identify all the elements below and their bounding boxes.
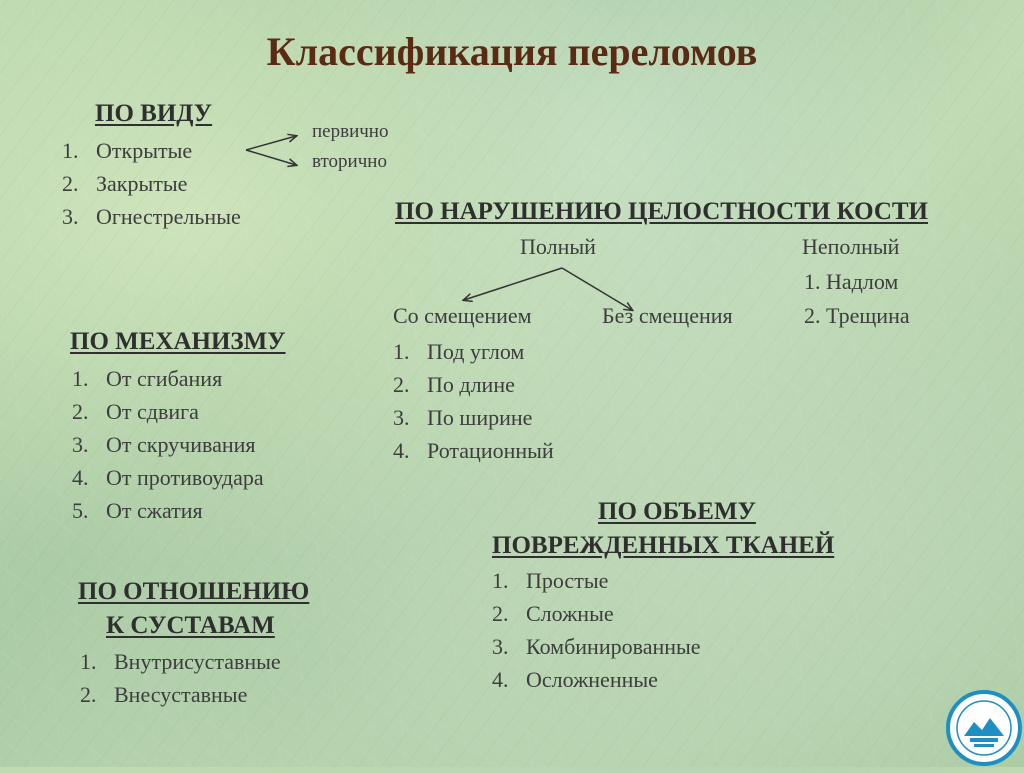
list-item: 5.От сжатия xyxy=(72,498,203,523)
list-item: 4.Осложненные xyxy=(492,667,658,692)
section-heading-by-mechanism: ПО МЕХАНИЗМУ xyxy=(70,328,286,355)
list-item: 1.От сгибания xyxy=(72,366,223,391)
list-item: 3.По ширине xyxy=(393,405,533,430)
list-item: 2.Сложные xyxy=(492,601,614,626)
arrow-to-without-displacement xyxy=(561,267,632,310)
section-heading-by-joint-line1: ПО ОТНОШЕНИЮ xyxy=(78,578,310,605)
list-item: 1.Простые xyxy=(492,568,609,593)
list-item: 2.Закрытые xyxy=(62,171,188,196)
list-item: 1.Открытые xyxy=(62,138,193,163)
open-option-primary: первично xyxy=(312,121,389,142)
section-heading-by-volume-line2: ПОВРЕЖДЕННЫХ ТКАНЕЙ xyxy=(492,532,835,559)
by-joint-list: 1.Внутрисуставные 2.Внесуставные xyxy=(80,645,281,711)
arrow-to-secondary xyxy=(245,149,296,165)
list-item: 4.Ротационный xyxy=(393,438,554,463)
list-item: 3.Огнестрельные xyxy=(62,204,241,229)
by-volume-list: 1.Простые 2.Сложные 3.Комбинированные 4.… xyxy=(492,564,701,696)
section-heading-by-joint-line2: К СУСТАВАМ xyxy=(106,612,275,639)
university-seal-icon xyxy=(944,688,1024,768)
incomplete-label: Неполный xyxy=(802,234,900,259)
list-item: 3.От скручивания xyxy=(72,432,256,457)
section-heading-by-integrity: ПО НАРУШЕНИЮ ЦЕЛОСТНОСТИ КОСТИ xyxy=(395,198,929,225)
page-title: Классификация переломов xyxy=(266,29,758,74)
list-item: 2.Внесуставные xyxy=(80,682,248,707)
by-mechanism-list: 1.От сгибания 2.От сдвига 3.От скручиван… xyxy=(72,362,264,527)
section-heading-by-type: ПО ВИДУ xyxy=(95,100,213,127)
list-item: 2.От сдвига xyxy=(72,399,199,424)
arrow-to-with-displacement xyxy=(464,267,563,300)
list-item: 2.По длине xyxy=(393,372,515,397)
by-type-list: 1.Открытые 2.Закрытые 3.Огнестрельные xyxy=(62,134,241,233)
incomplete-item: 1. Надлом xyxy=(804,269,899,294)
list-item: 3.Комбинированные xyxy=(492,634,701,659)
arrow-to-primary xyxy=(245,136,296,151)
list-item: 1.Внутрисуставные xyxy=(80,649,281,674)
complete-label: Полный xyxy=(520,234,596,259)
incomplete-item: 2. Трещина xyxy=(804,303,910,328)
displacement-list: 1.Под углом 2.По длине 3.По ширине 4.Рот… xyxy=(393,335,554,467)
open-option-secondary: вторично xyxy=(312,151,387,172)
list-item: 4.От противоудара xyxy=(72,465,264,490)
list-item: 1.Под углом xyxy=(393,339,525,364)
with-displacement-label: Со смещением xyxy=(393,303,532,328)
section-heading-by-volume-line1: ПО ОБЪЕМУ xyxy=(598,498,756,525)
